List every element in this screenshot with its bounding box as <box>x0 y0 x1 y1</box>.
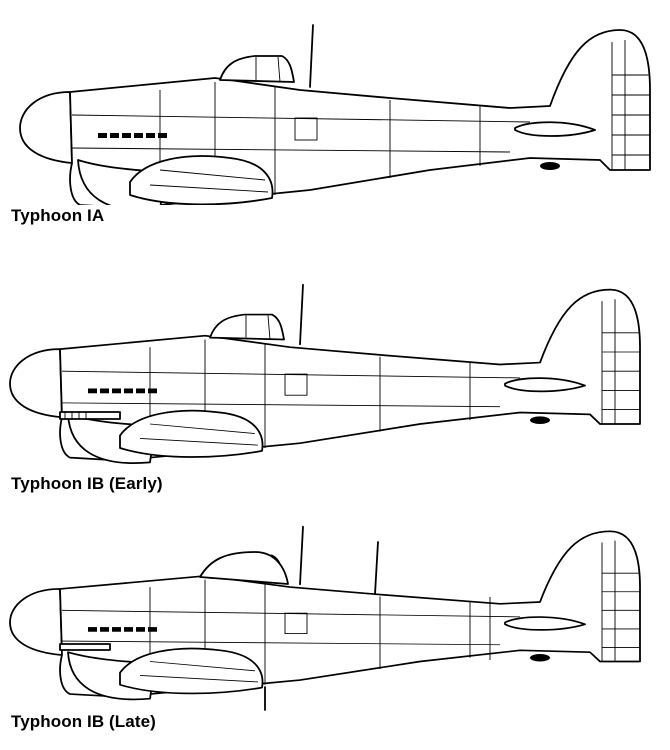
panel-typhoon-ib-late: Typhoon IB (Late) <box>0 522 670 750</box>
typhoon-ib-early-drawing <box>9 283 641 465</box>
caption-typhoon-ia: Typhoon IA <box>11 206 105 225</box>
panel-typhoon-ia: Typhoon IA <box>0 0 670 240</box>
typhoon-ib-late-drawing <box>9 525 641 711</box>
panel-typhoon-ib-early: Typhoon IB (Early) <box>0 272 670 502</box>
caption-typhoon-ib-late: Typhoon IB (Late) <box>11 712 156 731</box>
typhoon-ia-drawing <box>19 24 651 205</box>
caption-typhoon-ib-early: Typhoon IB (Early) <box>11 474 163 493</box>
